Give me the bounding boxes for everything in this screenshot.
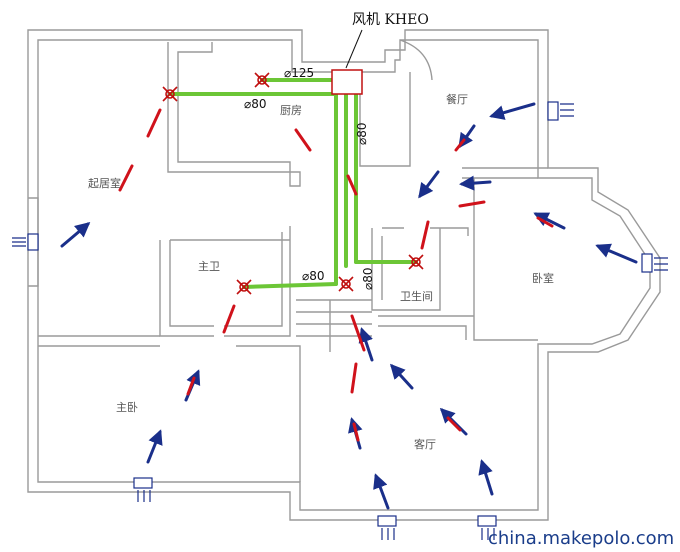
door-arc — [399, 39, 433, 81]
exhaust-vents — [162, 72, 424, 295]
dining-divider — [462, 167, 548, 341]
room-label-bathroom: 卫生间 — [400, 289, 433, 303]
room-label-dining: 餐厅 — [446, 92, 468, 106]
arrow-exhaust-9 — [454, 138, 466, 152]
intake-grille-left — [27, 233, 39, 251]
intake-grille-master-bedroom — [133, 477, 153, 489]
room-label-master-bath: 主卫 — [198, 260, 220, 273]
room-label-lounge: 客厅 — [414, 437, 436, 451]
arrow-supply-4 — [146, 429, 163, 464]
arrow-supply-15 — [358, 327, 374, 362]
arrow-supply-12 — [459, 175, 492, 191]
intake-marks — [12, 103, 668, 540]
corridor-wall — [359, 72, 411, 167]
duct-size-bathroom: ⌀80 — [361, 268, 375, 291]
arrow-supply-2 — [489, 102, 536, 120]
arrow-exhaust-14 — [186, 376, 196, 396]
fan-unit — [331, 69, 363, 95]
master-bath-wall — [159, 226, 291, 337]
fan-label: 风机 KHEO — [352, 12, 429, 28]
master-bedroom-wall — [38, 335, 301, 482]
arrow-supply-1 — [60, 222, 91, 248]
watermark: china.makepolo.com — [488, 528, 675, 549]
room-label-master-bedroom: 主卧 — [116, 401, 138, 414]
exhaust-vent-master-bath — [236, 279, 252, 295]
arrow-exhaust-11 — [536, 216, 554, 228]
arrow-supply-3 — [595, 243, 638, 264]
arrow-supply-5 — [373, 473, 390, 510]
exhaust-vent-kitchen — [254, 72, 270, 88]
ducts — [168, 78, 418, 289]
arrow-exhaust-4 — [222, 304, 236, 334]
intake-grilles — [27, 101, 653, 527]
stairs — [296, 299, 372, 352]
duct-size-main: ⌀125 — [284, 66, 314, 80]
arrow-supply-10 — [389, 363, 414, 390]
arrow-exhaust-2 — [118, 164, 134, 192]
arrow-supply-13 — [418, 170, 440, 199]
kitchen-wall — [167, 42, 301, 187]
bathroom-wall — [371, 227, 469, 311]
room-label-kitchen: 厨房 — [280, 104, 302, 117]
outer-wall-inner — [37, 39, 651, 511]
room-label-bedroom: 卧室 — [532, 271, 554, 285]
arrow-exhaust-7 — [420, 220, 430, 250]
intake-grille-bedroom — [641, 253, 653, 273]
arrow-exhaust-6 — [350, 362, 358, 394]
arrow-supply-11 — [533, 212, 566, 230]
duct-master-bath — [242, 282, 338, 289]
walls — [27, 29, 661, 521]
arrow-exhaust-3 — [294, 128, 312, 152]
arrow-supply-6 — [478, 459, 494, 496]
arrow-exhaust-1 — [146, 108, 162, 138]
duct-size-vertical-main: ⌀80 — [355, 123, 369, 146]
intake-grille-lounge-2 — [477, 515, 497, 527]
arrow-exhaust-5 — [350, 314, 366, 352]
duct-size-master-bath: ⌀80 — [302, 269, 325, 283]
arrow-exhaust-10 — [346, 174, 358, 196]
exhaust-vent-living — [162, 86, 178, 102]
intake-grille-dining — [547, 101, 559, 121]
duct-size-kitchen-branch: ⌀80 — [244, 97, 267, 111]
arrow-exhaust-8 — [458, 200, 486, 208]
room-label-living: 起居室 — [88, 176, 121, 190]
arrow-exhaust-13 — [446, 416, 462, 432]
outer-wall — [27, 29, 661, 521]
fan-leader-line — [345, 29, 363, 69]
lounge-wall — [378, 315, 474, 340]
arrow-exhaust-12 — [352, 422, 360, 442]
intake-grille-lounge-1 — [377, 515, 397, 527]
exhaust-vent-bathroom — [408, 254, 424, 270]
airflow-arrows — [60, 102, 638, 510]
exhaust-vent-corridor — [338, 276, 354, 292]
